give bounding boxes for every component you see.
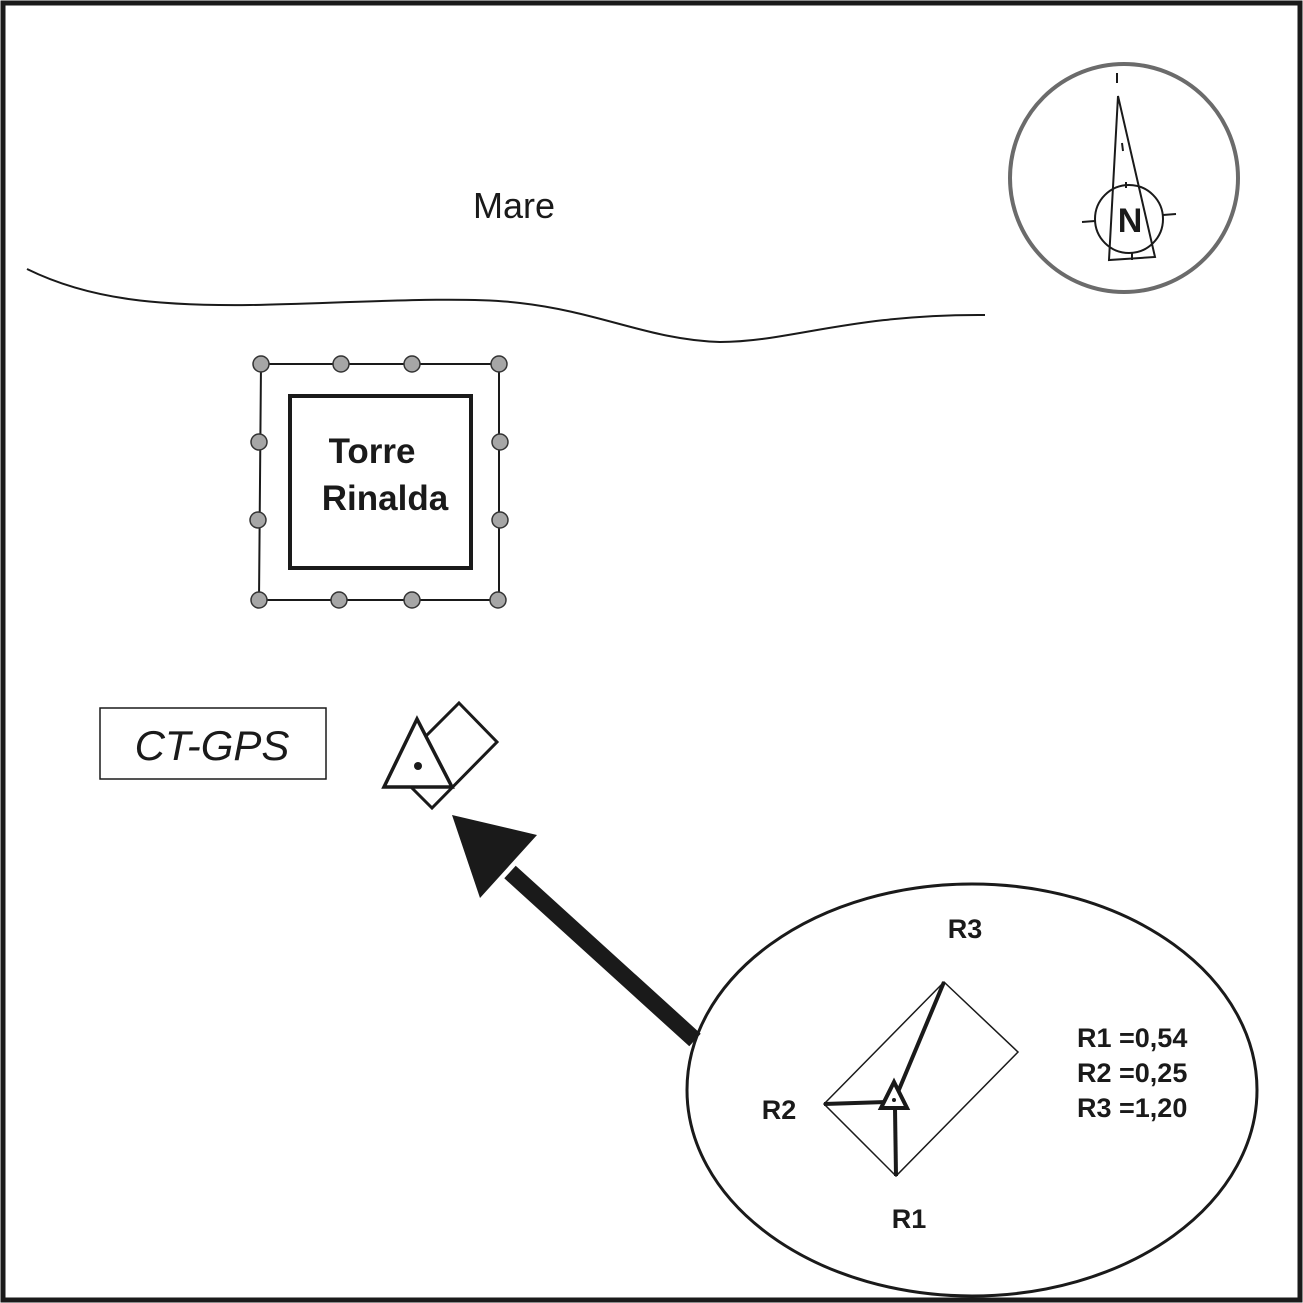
tower-label-line2: Rinalda <box>322 479 449 518</box>
vertex-label-r2: R2 <box>762 1095 797 1125</box>
inset-station-icon <box>877 1077 911 1110</box>
tower-label-line1: Torre <box>329 432 416 471</box>
fence-post <box>403 591 421 609</box>
residual-r3: R3 =1,20 <box>1077 1093 1187 1123</box>
inset-rectangle <box>822 980 1020 1178</box>
fence-posts <box>249 355 509 609</box>
residual-line-r1 <box>893 1107 898 1177</box>
fence-post <box>250 433 268 451</box>
vertex-label-r3: R3 <box>948 914 983 944</box>
fence-post <box>490 355 508 373</box>
fence-post <box>403 355 421 373</box>
inset-ellipse <box>685 882 1259 1298</box>
north-arrow-icon: N <box>1008 62 1240 294</box>
residual-inset: R3 R2 R1 R1 =0,54 R2 =0,25 R3 =1,20 <box>685 882 1259 1298</box>
north-label: N <box>1118 202 1143 240</box>
fence-post <box>252 355 270 373</box>
sea-label: Mare <box>473 185 555 226</box>
residual-line-r2 <box>823 1100 887 1106</box>
coastline <box>26 268 986 344</box>
residual-r2: R2 =0,25 <box>1077 1058 1187 1088</box>
residual-r1: R1 =0,54 <box>1077 1023 1187 1053</box>
compass-ring <box>1008 62 1240 294</box>
arrow-icon <box>452 815 701 1047</box>
station-label: CT-GPS <box>135 722 290 769</box>
gps-station-icon <box>381 700 500 811</box>
station-label-box: CT-GPS <box>99 707 327 780</box>
fence-post <box>249 511 267 529</box>
fence-post <box>491 511 509 529</box>
residual-line-r3 <box>896 981 946 1093</box>
fence-post <box>489 591 507 609</box>
compass-center-circle <box>1094 184 1164 254</box>
tower-outline <box>288 394 473 570</box>
vertex-label-r1: R1 <box>892 1204 927 1234</box>
fence-post <box>491 433 509 451</box>
fence-post <box>250 591 268 609</box>
fence-post <box>332 355 350 373</box>
fence-post <box>330 591 348 609</box>
torre-rinalda: Torre Rinalda <box>249 355 509 609</box>
